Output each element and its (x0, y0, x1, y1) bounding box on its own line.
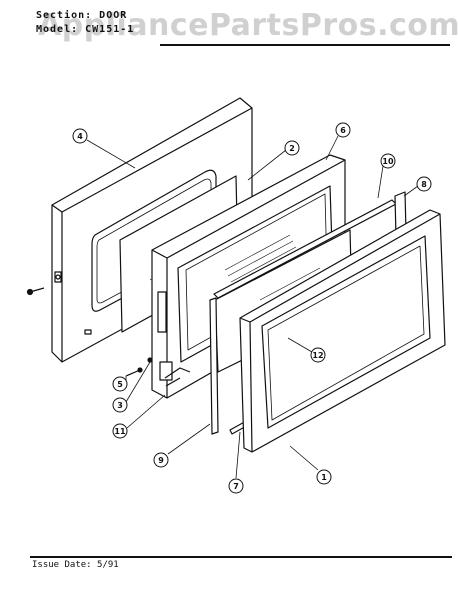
hinge-arm (164, 367, 191, 387)
callout-8: 8 (416, 176, 432, 192)
side-channel-strip (209, 297, 219, 435)
callout-4: 4 (72, 128, 88, 144)
callout-6: 6 (335, 122, 351, 138)
svg-text:7: 7 (233, 482, 239, 491)
svg-text:6: 6 (340, 126, 346, 135)
svg-text:10: 10 (382, 157, 394, 166)
callout-10: 10 (380, 153, 396, 169)
svg-text:9: 9 (158, 456, 164, 465)
screw-3 (147, 357, 153, 363)
issue-date: Issue Date: 5/91 (32, 560, 119, 570)
callout-2: 2 (284, 140, 300, 156)
watermark-text: AppliancePartsPros.com (38, 8, 458, 43)
screw-left (26, 287, 45, 296)
callout-7: 7 (228, 478, 244, 494)
callout-3: 3 (112, 397, 128, 413)
svg-text:4: 4 (77, 132, 83, 141)
model-label: Model: CW151-1 (36, 24, 135, 35)
svg-text:11: 11 (114, 427, 126, 436)
section-label: Section: DOOR (36, 10, 128, 21)
svg-text:2: 2 (289, 144, 295, 153)
callout-12: 12 (310, 347, 326, 363)
callout-5: 5 (112, 376, 128, 392)
svg-text:1: 1 (321, 473, 327, 482)
svg-text:12: 12 (312, 351, 323, 360)
svg-text:3: 3 (117, 401, 123, 410)
header-rule (160, 44, 450, 46)
svg-text:5: 5 (117, 380, 123, 389)
callout-1: 1 (316, 469, 332, 485)
front-door-frame (239, 209, 446, 453)
screw-5 (125, 367, 143, 377)
footer-rule (30, 556, 452, 558)
svg-text:8: 8 (421, 180, 427, 189)
callout-9: 9 (153, 452, 169, 468)
callout-11: 11 (112, 423, 128, 439)
